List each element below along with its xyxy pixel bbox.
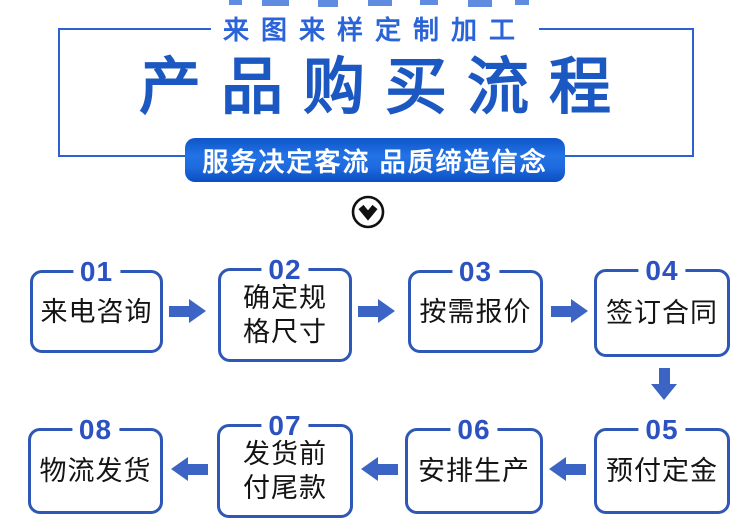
arrow-right-icon (551, 299, 588, 323)
arrow-left-icon (171, 457, 208, 481)
arrow-left-icon (361, 457, 398, 481)
step-label: 按需报价 (419, 296, 532, 327)
step-number: 05 (638, 414, 686, 446)
flow-step-06: 06 安排生产 (405, 414, 543, 514)
step-label: 安排生产 (418, 456, 530, 486)
circle-chevron-down-icon (351, 195, 385, 229)
step-number: 08 (71, 414, 120, 446)
top-crop-fragment (368, 0, 392, 6)
flow-step-04: 04 签订合同 (594, 255, 730, 357)
flow-step-02: 02 确定规 格尺寸 (218, 254, 352, 362)
step-number: 07 (261, 410, 309, 442)
step-label: 确定规 格尺寸 (243, 283, 327, 347)
arrow-right-icon (169, 299, 206, 323)
top-crop-fragment (262, 0, 289, 6)
flow-step-01: 01 来电咨询 (30, 256, 163, 353)
step-label: 发货前 付尾款 (243, 439, 327, 503)
step-number: 03 (451, 256, 500, 288)
step-number: 02 (261, 254, 309, 286)
top-crop-fragment (468, 0, 492, 7)
arrow-right-icon (358, 299, 395, 323)
step-number: 01 (72, 256, 121, 288)
step-number: 04 (638, 255, 686, 287)
flow-step-07: 07 发货前 付尾款 (217, 410, 353, 518)
step-number: 06 (450, 414, 498, 446)
flow-step-03: 03 按需报价 (408, 256, 543, 353)
header-tagline: 来图来样定制加工 (210, 13, 540, 47)
page-title: 产品购买流程 (138, 53, 631, 122)
flow-step-08: 08 物流发货 (28, 414, 163, 514)
top-crop-fragment (420, 0, 438, 5)
step-label: 物流发货 (39, 456, 152, 486)
step-label: 来电咨询 (40, 296, 153, 327)
step-label: 预付定金 (606, 456, 718, 486)
top-crop-fragment (229, 0, 242, 5)
flow-step-05: 05 预付定金 (594, 414, 730, 514)
top-crop-fragment (515, 0, 529, 5)
step-label: 签订合同 (606, 298, 718, 328)
top-crop-fragment (318, 0, 338, 7)
arrow-down-icon (651, 368, 677, 400)
arrow-left-icon (549, 457, 586, 481)
slogan-banner: 服务决定客流 品质缔造信念 (185, 138, 565, 182)
